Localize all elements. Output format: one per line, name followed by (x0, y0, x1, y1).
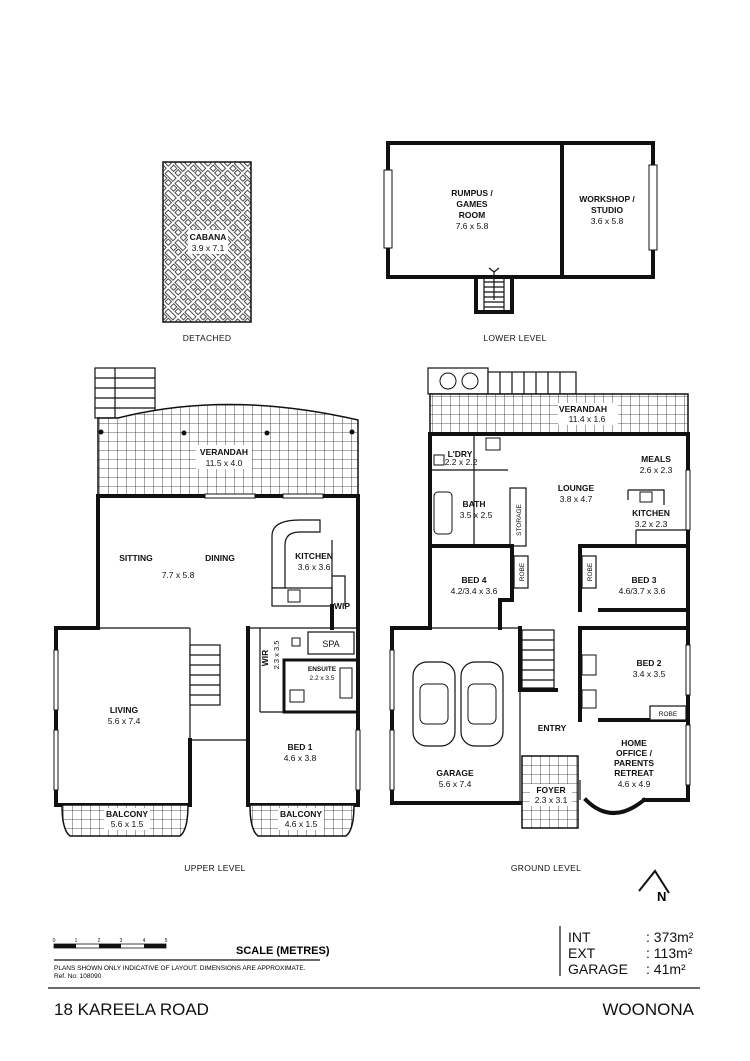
scale-tick-4: 4 (143, 938, 146, 944)
detached-label: DETACHED (183, 333, 232, 343)
bed4-dim: 4.2/3.4 x 3.6 (451, 586, 498, 596)
laundry-dim: 2.2 x 2.2 (445, 457, 478, 467)
lower-level-plan: RUMPUS / GAMES ROOM 7.6 x 5.8 WORKSHOP /… (383, 141, 658, 314)
rumpus-name-3: ROOM (459, 210, 485, 220)
balcony-left-name: BALCONY (106, 809, 148, 819)
kitchen-ground-name: KITCHEN (632, 508, 670, 518)
car-right (460, 661, 504, 747)
bed3-dim: 4.6/3.7 x 3.6 (619, 586, 666, 596)
scale-tick-0: 0 (53, 938, 56, 944)
address-street: 18 KAREELA ROAD (54, 1000, 209, 1019)
cabana-name: CABANA (190, 232, 227, 242)
wir-name: WIR (260, 650, 270, 667)
area-row-ext: EXT : 113m² (568, 945, 692, 961)
storage-name: STORAGE (516, 504, 523, 536)
area-value: : 41m² (646, 961, 686, 977)
dining-dim: 7.7 x 5.8 (162, 570, 195, 580)
foyer-dim: 2.3 x 3.1 (535, 795, 568, 805)
bed1-dim: 4.6 x 3.8 (284, 753, 317, 763)
robe2-name: ROBE (659, 711, 678, 718)
area-row-int: INT : 373m² (568, 929, 693, 945)
office-name-2: OFFICE / (616, 748, 653, 758)
address-suburb: WOONONA (602, 1000, 694, 1019)
upper-level-label: UPPER LEVEL (184, 863, 245, 873)
rumpus-name-1: RUMPUS / (451, 188, 493, 198)
balcony-right-dim: 4.6 x 1.5 (285, 819, 318, 829)
kitchen-ground-dim: 3.2 x 2.3 (635, 519, 668, 529)
bath-dim: 3.5 x 2.5 (460, 510, 493, 520)
rumpus-dim: 7.6 x 5.8 (456, 221, 489, 231)
scale-tick-3: 3 (120, 938, 123, 944)
area-label: INT (568, 929, 591, 945)
disclaimer-line-1: PLANS SHOWN ONLY INDICATIVE OF LAYOUT. D… (54, 965, 306, 972)
dining-name: DINING (205, 553, 235, 563)
bath-name: BATH (463, 499, 486, 509)
scale-tick-5: 5 (165, 938, 168, 944)
compass-letter: N (657, 889, 666, 904)
disclaimer-line-2: Ref. No: 108090 (54, 973, 102, 980)
cabana-dim: 3.9 x 7.1 (192, 243, 225, 253)
verandah-upper-dim: 11.5 x 4.0 (206, 458, 243, 468)
wir-dim: 2.3 x 3.5 (272, 641, 281, 670)
car-left (412, 661, 456, 747)
workshop-name-2: STUDIO (591, 205, 624, 215)
office-name-3: PARENTS (614, 758, 654, 768)
meals-name: MEALS (641, 454, 671, 464)
north-arrow-icon: N (638, 869, 670, 904)
area-value: : 373m² (646, 929, 694, 945)
foyer-name: FOYER (536, 785, 565, 795)
office-name-1: HOME (621, 738, 647, 748)
office-name-4: RETREAT (614, 768, 654, 778)
robe3-name: ROBE (587, 562, 594, 581)
verandah-ground-dim: 11.4 x 1.6 (569, 414, 606, 424)
bed4-name: BED 4 (461, 575, 486, 585)
ensuite-dim: 2.2 x 3.5 (310, 675, 335, 682)
ensuite-name: ENSUITE (308, 666, 337, 673)
scale-tick-2: 2 (98, 938, 101, 944)
lounge-dim: 3.8 x 4.7 (560, 494, 593, 504)
ground-level-plan: VERANDAH 11.4 x 1.6 L'DRY 2.2 x 2.2 BATH… (389, 367, 691, 829)
living-dim: 5.6 x 7.4 (108, 716, 141, 726)
verandah-upper-name: VERANDAH (200, 447, 248, 457)
lounge-name: LOUNGE (558, 483, 595, 493)
scale-tick-1: 1 (75, 938, 78, 944)
spa-name: SPA (322, 639, 339, 649)
ground-level-label: GROUND LEVEL (511, 863, 581, 873)
workshop-name-1: WORKSHOP / (579, 194, 635, 204)
wip-name: WIP (334, 601, 350, 611)
laundry-name: L'DRY (448, 449, 473, 459)
area-row-garage: GARAGE : 41m² (568, 961, 686, 977)
bed2-name: BED 2 (636, 658, 661, 668)
sitting-name: SITTING (119, 553, 153, 563)
living-name: LIVING (110, 705, 139, 715)
bed1-name: BED 1 (287, 742, 312, 752)
workshop-dim: 3.6 x 5.8 (591, 216, 624, 226)
bed3-name: BED 3 (631, 575, 656, 585)
meals-dim: 2.6 x 2.3 (640, 465, 673, 475)
office-dim: 4.6 x 4.9 (618, 779, 651, 789)
area-label: EXT (568, 945, 596, 961)
lower-level-label: LOWER LEVEL (483, 333, 546, 343)
upper-level-plan: VERANDAH 11.5 x 4.0 KITCHEN 3.6 x 3.6 WI… (53, 367, 361, 837)
area-label: GARAGE (568, 961, 628, 977)
scale-title: SCALE (METRES) (236, 945, 330, 957)
bed2-dim: 3.4 x 3.5 (633, 669, 666, 679)
kitchen-upper-dim: 3.6 x 3.6 (298, 562, 331, 572)
verandah-ground-name: VERANDAH (559, 404, 607, 414)
area-value: : 113m² (646, 945, 693, 961)
balcony-left-dim: 5.6 x 1.5 (111, 819, 144, 829)
kitchen-upper-name: KITCHEN (295, 551, 333, 561)
scale-bar: 0 1 2 3 4 5 SCALE (METRES) PLANS SHOWN O… (53, 938, 330, 980)
entry-name: ENTRY (538, 723, 567, 733)
robe4-name: ROBE (519, 562, 526, 581)
cabana-structure: CABANA 3.9 x 7.1 (162, 161, 252, 323)
garage-dim: 5.6 x 7.4 (439, 779, 472, 789)
rumpus-name-2: GAMES (456, 199, 488, 209)
garage-name: GARAGE (436, 768, 474, 778)
balcony-right-name: BALCONY (280, 809, 322, 819)
